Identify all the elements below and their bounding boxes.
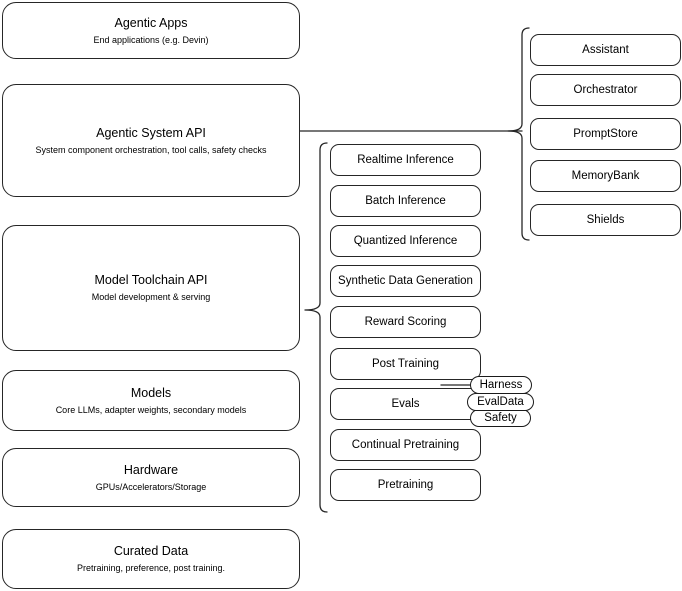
chip-shields[interactable]: Shields bbox=[530, 204, 681, 236]
chip-reward-scoring[interactable]: Reward Scoring bbox=[330, 306, 481, 338]
chip-label: Pretraining bbox=[377, 479, 434, 491]
layer-subtitle: System component orchestration, tool cal… bbox=[35, 144, 267, 155]
layer-title: Hardware bbox=[123, 462, 179, 477]
chip-label: PromptStore bbox=[573, 128, 638, 140]
chip-orchestrator[interactable]: Orchestrator bbox=[530, 74, 681, 106]
chip-realtime-inference[interactable]: Realtime Inference bbox=[330, 144, 481, 176]
chip-post-training[interactable]: Post Training bbox=[330, 348, 481, 380]
chip-label: Reward Scoring bbox=[364, 316, 447, 328]
chip-label: MemoryBank bbox=[571, 170, 640, 182]
chip-evals[interactable]: Evals bbox=[330, 388, 481, 420]
chip-memorybank[interactable]: MemoryBank bbox=[530, 160, 681, 192]
chip-quantized-inference[interactable]: Quantized Inference bbox=[330, 225, 481, 257]
chip-assistant[interactable]: Assistant bbox=[530, 34, 681, 66]
chip-label: Orchestrator bbox=[573, 84, 638, 96]
layer-subtitle: Core LLMs, adapter weights, secondary mo… bbox=[55, 404, 247, 415]
layer-model-toolchain-api[interactable]: Model Toolchain API Model development & … bbox=[2, 225, 300, 351]
layer-title: Agentic Apps bbox=[114, 15, 188, 30]
chip-batch-inference[interactable]: Batch Inference bbox=[330, 185, 481, 217]
chip-label: Shields bbox=[586, 214, 625, 226]
chip-label: Synthetic Data Generation bbox=[338, 275, 473, 287]
chip-synthetic-data-generation[interactable]: Synthetic Data Generation bbox=[330, 265, 481, 297]
pill-label: EvalData bbox=[477, 395, 524, 408]
layer-subtitle: End applications (e.g. Devin) bbox=[93, 34, 209, 45]
chip-label: Assistant bbox=[582, 44, 629, 56]
chip-label: Post Training bbox=[371, 358, 440, 370]
pill-evaldata[interactable]: EvalData bbox=[467, 393, 534, 411]
layer-title: Model Toolchain API bbox=[94, 273, 208, 287]
chip-label: Realtime Inference bbox=[357, 154, 454, 166]
layer-agentic-apps[interactable]: Agentic Apps End applications (e.g. Devi… bbox=[2, 2, 300, 59]
layer-subtitle: GPUs/Accelerators/Storage bbox=[95, 481, 207, 492]
layer-subtitle: Pretraining, preference, post training. bbox=[76, 563, 226, 573]
chip-label: Continual Pretraining bbox=[351, 439, 460, 451]
layer-title: Curated Data bbox=[113, 544, 189, 558]
pill-safety[interactable]: Safety bbox=[470, 409, 531, 427]
layer-title: Agentic System API bbox=[96, 125, 206, 140]
chip-label: Batch Inference bbox=[365, 195, 446, 207]
chip-pretraining[interactable]: Pretraining bbox=[330, 469, 481, 501]
chip-label: Evals bbox=[391, 398, 420, 410]
chip-promptstore[interactable]: PromptStore bbox=[530, 118, 681, 150]
pill-label: Harness bbox=[479, 378, 523, 391]
chip-continual-pretraining[interactable]: Continual Pretraining bbox=[330, 429, 481, 461]
layer-curated-data[interactable]: Curated Data Pretraining, preference, po… bbox=[2, 529, 300, 589]
layer-hardware[interactable]: Hardware GPUs/Accelerators/Storage bbox=[2, 448, 300, 507]
chip-label: Quantized Inference bbox=[353, 235, 458, 247]
pill-label: Safety bbox=[484, 411, 517, 424]
layer-subtitle: Model development & serving bbox=[91, 292, 211, 302]
layer-agentic-system-api[interactable]: Agentic System API System component orch… bbox=[2, 84, 300, 197]
layer-title: Models bbox=[130, 385, 172, 400]
pill-harness[interactable]: Harness bbox=[470, 376, 532, 394]
layer-models[interactable]: Models Core LLMs, adapter weights, secon… bbox=[2, 370, 300, 431]
